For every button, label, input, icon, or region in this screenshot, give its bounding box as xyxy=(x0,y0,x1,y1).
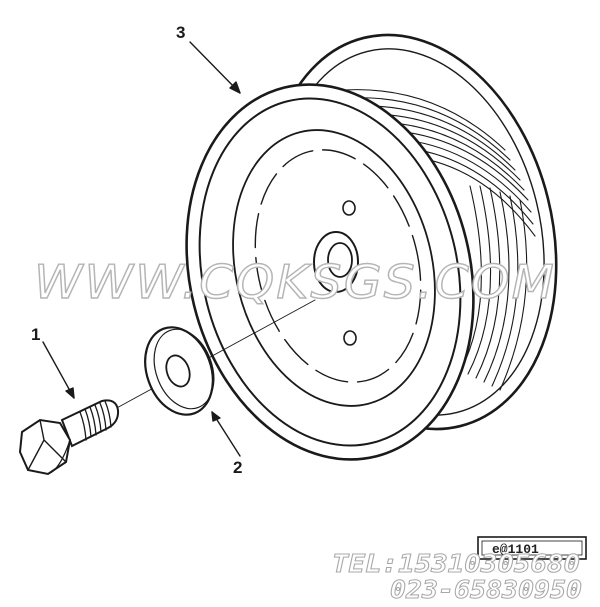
pulley-mounting-hole-top xyxy=(342,200,356,216)
pulley xyxy=(185,33,558,461)
washer-outer-edge xyxy=(144,326,214,416)
pulley-mounting-hole-bottom xyxy=(343,330,357,346)
bolt-threads xyxy=(79,400,112,441)
callout-number-washer: 2 xyxy=(233,458,242,477)
pulley-inner-web xyxy=(232,129,436,407)
pulley-hub-bore xyxy=(327,242,353,278)
callout-number-pulley: 3 xyxy=(176,23,185,42)
callout-number-bolt: 1 xyxy=(31,325,40,344)
bolt-shank xyxy=(60,399,120,448)
contact-phone: TEL:15310305680 xyxy=(332,549,580,578)
watermark-text: WWW.CQKSGS.COM xyxy=(34,255,556,309)
bolt xyxy=(18,399,120,476)
assembly-center-line xyxy=(112,299,316,411)
pulley-front-flange xyxy=(185,83,475,461)
washer xyxy=(144,326,215,416)
washer-hole xyxy=(165,354,191,388)
pulley-hub xyxy=(313,231,359,293)
pulley-bolt-circle xyxy=(254,149,422,383)
reference-code-box: e@1101 xyxy=(477,536,587,560)
contact-landline: 023-65830950 xyxy=(390,575,582,604)
bolt-hex-head xyxy=(18,418,72,476)
callout-leaders xyxy=(42,41,241,457)
reference-code: e@1101 xyxy=(492,542,539,557)
